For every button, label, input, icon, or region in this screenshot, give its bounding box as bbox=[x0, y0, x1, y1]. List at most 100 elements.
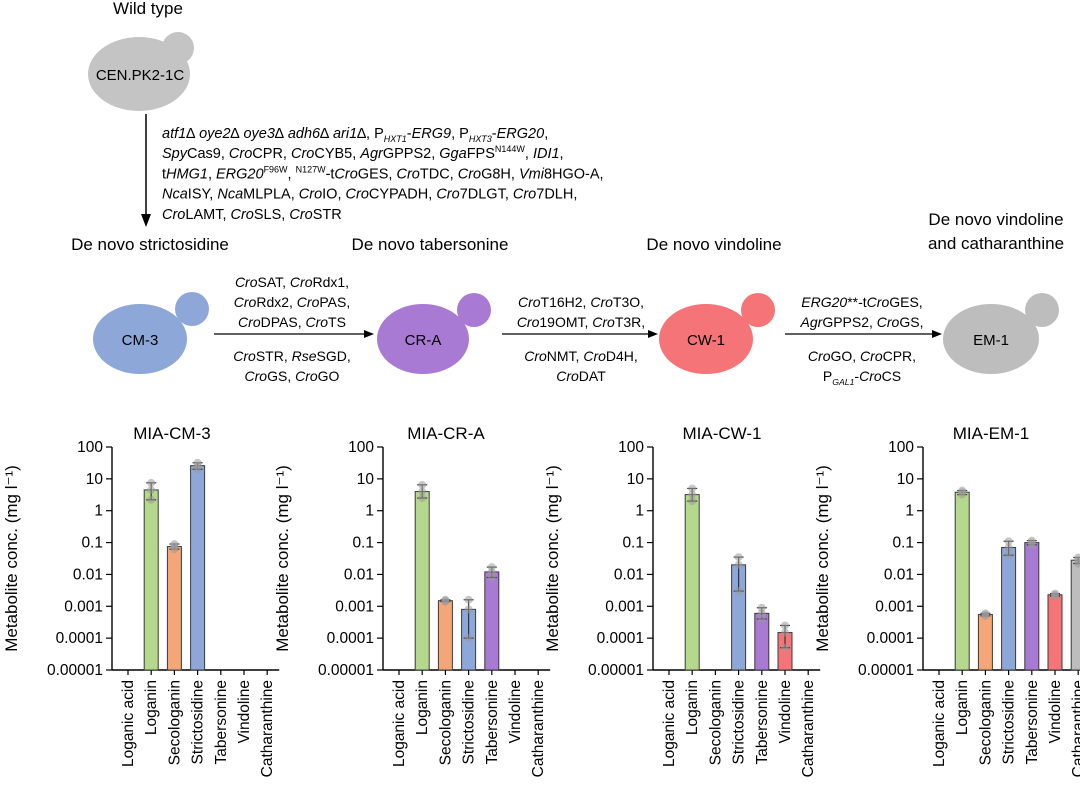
x-tick-label: Strictosidine bbox=[190, 680, 207, 764]
x-tick-label: Loganin bbox=[143, 680, 160, 735]
y-axis-label: Metabolite conc. (mg l⁻¹) bbox=[813, 465, 832, 652]
x-tick-label: Tabersonine bbox=[484, 680, 501, 764]
x-tick-label: Loganic acid bbox=[931, 680, 948, 767]
y-tick-label: 0.1 bbox=[622, 535, 644, 552]
chart-panel: MIA-CR-A Metabolite conc. (mg l⁻¹) 100 10 1 0… bbox=[273, 424, 551, 777]
y-tick-label: 0.01 bbox=[73, 566, 103, 583]
y-tick-label: 0.0001 bbox=[597, 630, 644, 647]
wild-type-title: Wild type bbox=[113, 0, 183, 18]
yeast-icon-cw-1: CW-1 bbox=[659, 293, 775, 374]
replicate-point bbox=[1027, 540, 1036, 549]
replicate-point bbox=[464, 595, 473, 604]
y-tick-label: 0.00001 bbox=[318, 662, 374, 679]
replicate-point bbox=[734, 553, 743, 562]
strain-label-cw-1: CW-1 bbox=[687, 332, 725, 349]
y-tick-label: 1 bbox=[905, 503, 914, 520]
replicate-point bbox=[170, 545, 179, 554]
replicate-point bbox=[464, 634, 473, 643]
bar bbox=[484, 571, 500, 671]
x-tick-label: Strictosidine bbox=[1001, 680, 1018, 764]
replicate-point bbox=[734, 560, 743, 569]
bar bbox=[1024, 542, 1040, 671]
x-tick-label: Catharanthine bbox=[800, 680, 817, 777]
step-genes-above: Cro19OMT, CroT3R, bbox=[517, 314, 645, 330]
y-tick-label: 0.1 bbox=[352, 535, 374, 552]
replicate-point bbox=[487, 573, 496, 582]
x-tick-label: Tabersonine bbox=[754, 680, 771, 764]
x-tick-label: Vindoline bbox=[236, 680, 253, 744]
bar bbox=[954, 491, 970, 671]
step-genes-above: CroDPAS, CroTS bbox=[238, 314, 346, 330]
step-genes-above: CroT16H2, CroT3O, bbox=[518, 294, 644, 310]
y-tick-label: 10 bbox=[627, 471, 645, 488]
wild-type-strain-label: CEN.PK2-1C bbox=[96, 67, 185, 84]
x-tick-label: Vindoline bbox=[777, 680, 794, 744]
replicate-point bbox=[688, 490, 697, 499]
bar bbox=[190, 465, 206, 671]
step-genes-below: CroSTR, RseSGD, bbox=[233, 348, 350, 364]
y-tick-label: 0.00001 bbox=[47, 662, 103, 679]
x-tick-label: Loganic acid bbox=[120, 680, 137, 767]
x-tick-label: Loganin bbox=[414, 680, 431, 735]
step-arrow-1 bbox=[214, 330, 374, 338]
replicate-point bbox=[981, 611, 990, 620]
genotype-line: SpyCas9, CroCPR, CroCYB5, AgrGPPS2, GgaF… bbox=[162, 144, 564, 162]
y-tick-label: 0.1 bbox=[81, 535, 103, 552]
replicate-point bbox=[487, 567, 496, 576]
x-tick-label: Secologanin bbox=[437, 680, 454, 765]
replicate-point bbox=[781, 643, 789, 652]
x-tick-label: Strictosidine bbox=[461, 680, 478, 764]
stage-title: De novo vindoline bbox=[928, 210, 1063, 229]
y-tick-label: 100 bbox=[348, 439, 374, 456]
replicate-point bbox=[1004, 537, 1013, 546]
yeast-icon-cr-a: CR-A bbox=[377, 293, 491, 374]
genotype-line: tHMG1, ERG20F96W, N127W-tCroGES, CroTDC,… bbox=[162, 164, 604, 182]
bar bbox=[1047, 594, 1063, 671]
x-tick-label: Catharanthine bbox=[1070, 680, 1080, 777]
y-tick-label: 1 bbox=[365, 503, 374, 520]
chart-title: MIA-CR-A bbox=[407, 424, 485, 443]
x-tick-label: Tabersonine bbox=[213, 680, 230, 764]
strain-label-em-1: EM-1 bbox=[973, 332, 1009, 349]
y-tick-label: 100 bbox=[888, 439, 914, 456]
y-tick-label: 10 bbox=[897, 471, 915, 488]
step-genes-below: CroGO, CroCPR, bbox=[808, 348, 916, 364]
yeast-icon-em-1: EM-1 bbox=[943, 293, 1059, 374]
genotype-line: CroLAMT, CroSLS, CroSTR bbox=[162, 207, 342, 223]
y-tick-label: 10 bbox=[357, 471, 375, 488]
genotype-text: atf1∆ oye2∆ oye3∆ adh6∆ ari1∆, PHXT1-ERG… bbox=[162, 126, 604, 223]
x-tick-label: Secologanin bbox=[166, 680, 183, 765]
replicate-point bbox=[958, 490, 967, 499]
y-axis-label: Metabolite conc. (mg l⁻¹) bbox=[273, 465, 292, 652]
genotype-arrow bbox=[141, 114, 151, 227]
step-genes-below: PGAL1-CroCS bbox=[823, 368, 901, 387]
x-tick-label: Catharanthine bbox=[530, 680, 547, 777]
y-tick-label: 0.001 bbox=[605, 598, 644, 615]
y-tick-label: 0.0001 bbox=[56, 630, 103, 647]
step-genes-below: CroDAT bbox=[556, 368, 606, 384]
y-tick-label: 100 bbox=[618, 439, 644, 456]
y-tick-label: 0.01 bbox=[614, 566, 644, 583]
genotype-line: NcaISY, NcaMLPLA, CroIO, CroCYPADH, Cro7… bbox=[162, 187, 577, 203]
y-tick-label: 0.0001 bbox=[867, 630, 914, 647]
y-tick-label: 0.00001 bbox=[588, 662, 644, 679]
y-tick-label: 1 bbox=[94, 503, 103, 520]
step-arrow-2 bbox=[502, 330, 658, 338]
stage-title: De novo tabersonine bbox=[352, 235, 509, 254]
bar bbox=[414, 491, 430, 671]
bar bbox=[977, 614, 993, 671]
bar bbox=[1001, 547, 1017, 671]
replicate-point bbox=[688, 484, 697, 493]
replicate-point bbox=[1004, 543, 1013, 552]
y-tick-label: 1 bbox=[635, 503, 644, 520]
stage-title: De novo strictosidine bbox=[71, 235, 229, 254]
y-tick-label: 0.00001 bbox=[858, 662, 914, 679]
bar bbox=[1070, 559, 1080, 671]
yeast-icon-cm-3: CM-3 bbox=[93, 292, 209, 374]
step-genes-below: CroGS, CroGO bbox=[245, 368, 340, 384]
stage-title: and catharanthine bbox=[928, 234, 1064, 253]
y-tick-label: 10 bbox=[86, 471, 104, 488]
bar bbox=[166, 546, 182, 671]
y-tick-label: 100 bbox=[77, 439, 103, 456]
